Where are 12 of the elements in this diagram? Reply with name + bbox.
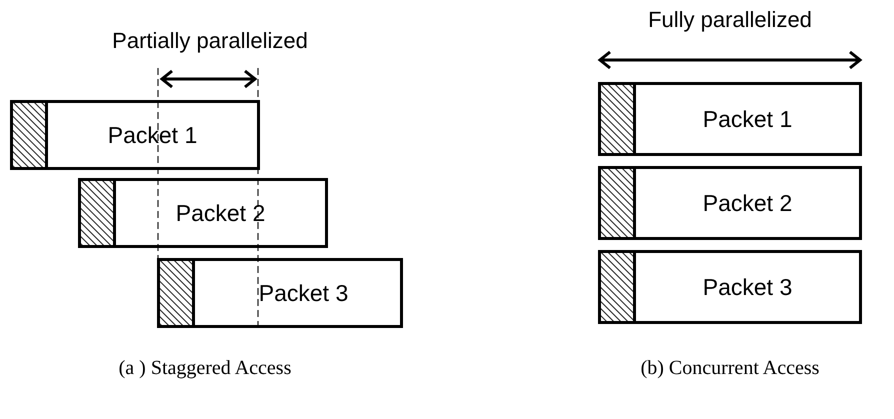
packet-box [78,178,328,248]
packet-label: Packet 2 [702,192,792,214]
packet-label: Packet 3 [258,282,348,304]
packet-label: Packet 1 [108,124,198,146]
packet-box [598,82,862,156]
packet-label: Packet 1 [702,108,792,130]
packet-box [10,100,260,170]
packet-box [157,258,403,328]
packet-box [598,166,862,240]
packet-box [598,250,862,324]
packet-label: Packet 2 [176,202,266,224]
packet-label: Packet 3 [702,276,792,298]
